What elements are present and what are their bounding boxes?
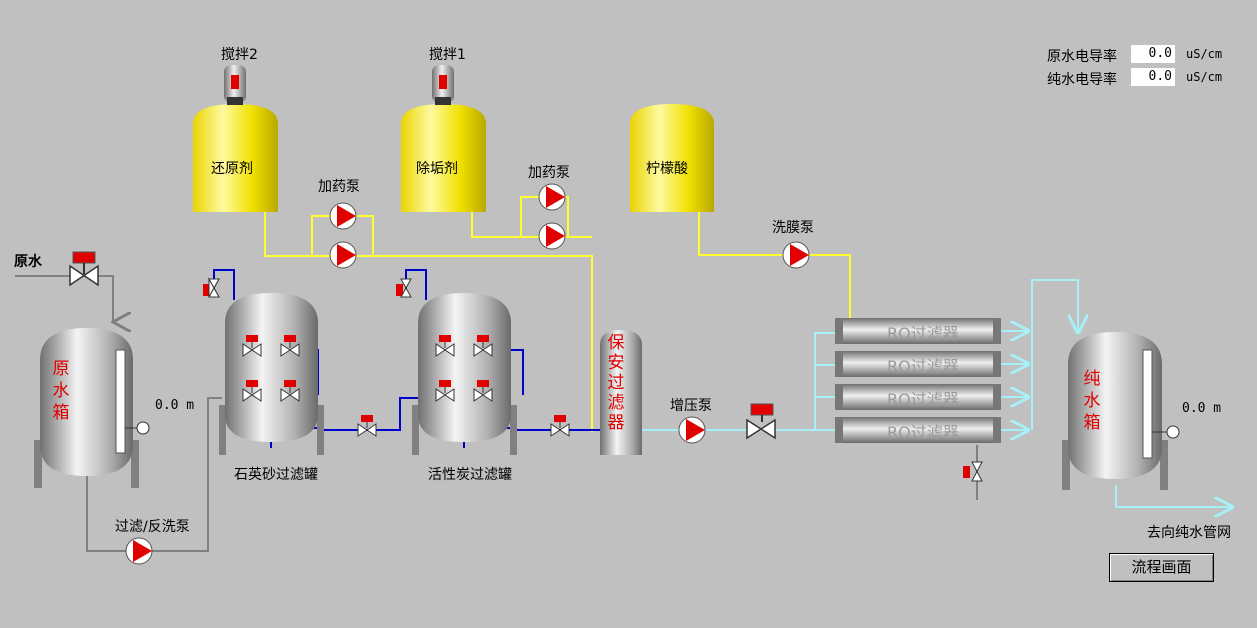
raw-conductivity-label: 原水电导率 — [1047, 49, 1117, 65]
ro-module-1 — [835, 318, 1001, 344]
stirrer-2-motor[interactable] — [224, 65, 246, 105]
pure-conductivity-value: 0.0 — [1131, 68, 1175, 86]
dosing-pump-2b[interactable] — [538, 222, 566, 250]
filter-backwash-pump[interactable] — [125, 537, 153, 565]
dosing-pump-1b[interactable] — [329, 241, 357, 269]
pure-conductivity-label: 纯水电导率 — [1047, 72, 1117, 88]
dosing-pump-2-label: 加药泵 — [528, 165, 570, 181]
citric-acid-tank — [630, 104, 714, 212]
raw-tank-level: 0.0 m — [155, 398, 195, 413]
pure-tank-level: 0.0 m — [1182, 401, 1222, 416]
ro-lines — [642, 279, 1232, 507]
ro-module-3-label: RO过滤器 — [887, 390, 959, 409]
raw-water-label: 原水 — [14, 254, 42, 270]
quartz-filter-label: 石英砂过滤罐 — [234, 467, 318, 483]
security-filter — [600, 330, 642, 455]
stirrer-2-label: 搅拌2 — [221, 47, 258, 63]
ro-module-3 — [835, 384, 1001, 410]
raw-conductivity-value: 0.0 — [1131, 45, 1175, 63]
raw-water-inlet-valve[interactable] — [69, 251, 99, 287]
small-valves — [242, 335, 570, 437]
carbon-filter-tank — [412, 293, 517, 455]
quartz-valve-top-right[interactable] — [280, 335, 300, 357]
pure-water-tank — [1062, 332, 1180, 490]
chemical-lines — [264, 196, 851, 432]
ro-module-2-label: RO过滤器 — [887, 357, 959, 376]
ro-inlet-valve[interactable] — [746, 403, 776, 440]
ro-module-4 — [835, 417, 1001, 443]
quartz-filter-tank — [219, 293, 324, 455]
raw-water-lines — [15, 275, 222, 552]
dosing-pump-1a[interactable] — [329, 202, 357, 230]
filter-backwash-pump-label: 过滤/反洗泵 — [115, 519, 190, 535]
booster-pump[interactable] — [678, 416, 706, 444]
reductant-tank — [193, 104, 278, 212]
reductant-label: 还原剂 — [211, 161, 253, 177]
membrane-wash-pump[interactable] — [782, 241, 810, 269]
raw-water-tank — [34, 328, 150, 488]
booster-pump-label: 增压泵 — [670, 398, 712, 414]
quartz-valve-bottom-left[interactable] — [242, 380, 262, 402]
citric-acid-label: 柠檬酸 — [646, 161, 688, 177]
raw-tank-label: 原水箱 — [52, 359, 70, 423]
stirrer-1-label: 搅拌1 — [429, 47, 466, 63]
carbon-filter-label: 活性炭过滤罐 — [428, 467, 512, 483]
dosing-pump-1-label: 加药泵 — [318, 179, 360, 195]
flow-screen-button[interactable]: 流程画面 — [1109, 553, 1214, 582]
quartz-valve-top-left[interactable] — [242, 335, 262, 357]
dosing-pump-2a[interactable] — [538, 183, 566, 211]
carbon-valve-bottom-right[interactable] — [473, 380, 493, 402]
raw-conductivity-unit: uS/cm — [1186, 47, 1223, 61]
carbon-valve-bottom-left[interactable] — [435, 380, 455, 402]
quartz-valve-bottom-right[interactable] — [280, 380, 300, 402]
pure-tank-label: 纯水箱 — [1083, 369, 1101, 433]
ro-module-2 — [835, 351, 1001, 377]
carbon-outlet-valve[interactable] — [550, 415, 570, 437]
antiscalant-tank — [401, 104, 486, 212]
carbon-valve-top-right[interactable] — [473, 335, 493, 357]
stirrer-1-motor[interactable] — [432, 65, 454, 105]
quartz-outlet-valve[interactable] — [357, 415, 377, 437]
ro-module-1-label: RO过滤器 — [887, 324, 959, 343]
antiscalant-label: 除垢剂 — [416, 161, 458, 177]
security-filter-label: 保安过滤器 — [607, 333, 625, 433]
carbon-valve-top-left[interactable] — [435, 335, 455, 357]
ro-module-4-label: RO过滤器 — [887, 423, 959, 442]
pure-conductivity-unit: uS/cm — [1186, 70, 1223, 84]
membrane-wash-pump-label: 洗膜泵 — [772, 220, 814, 236]
quartz-vent-valve[interactable] — [203, 277, 220, 298]
ro-drain-valve[interactable] — [963, 461, 983, 482]
carbon-vent-valve[interactable] — [396, 278, 412, 298]
to-network-label: 去向纯水管网 — [1147, 525, 1231, 541]
